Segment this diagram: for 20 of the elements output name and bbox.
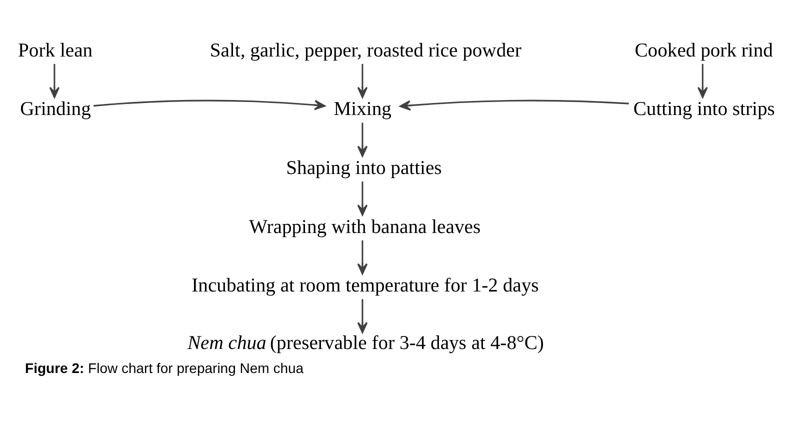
node-text: Pork lean xyxy=(18,40,93,61)
caption: Figure 2: Flow chart for preparing Nem chua xyxy=(25,360,304,376)
node-text: Nem chua (preservable for 3-4 days at 4-8°C) xyxy=(187,332,544,354)
arrow xyxy=(357,298,368,333)
node-text: Incubating at room temperature for 1-2 days xyxy=(192,275,539,296)
node-text: Cooked pork rind xyxy=(634,40,773,61)
node-text: Wrapping with banana leaves xyxy=(249,216,481,238)
arrow xyxy=(357,181,368,216)
arrow xyxy=(357,63,368,98)
node-text: Cutting into strips xyxy=(633,98,775,120)
arrow xyxy=(357,240,368,274)
arrow xyxy=(93,99,326,110)
arrow xyxy=(357,122,368,156)
arrow xyxy=(697,63,708,98)
node-text: Mixing xyxy=(334,98,392,120)
arrow xyxy=(49,63,60,98)
node-text: Grinding xyxy=(20,98,91,120)
node-text: Salt, garlic, pepper, roasted rice powder xyxy=(210,40,522,61)
arrow xyxy=(400,99,629,110)
node-text: Shaping into patties xyxy=(286,157,442,178)
